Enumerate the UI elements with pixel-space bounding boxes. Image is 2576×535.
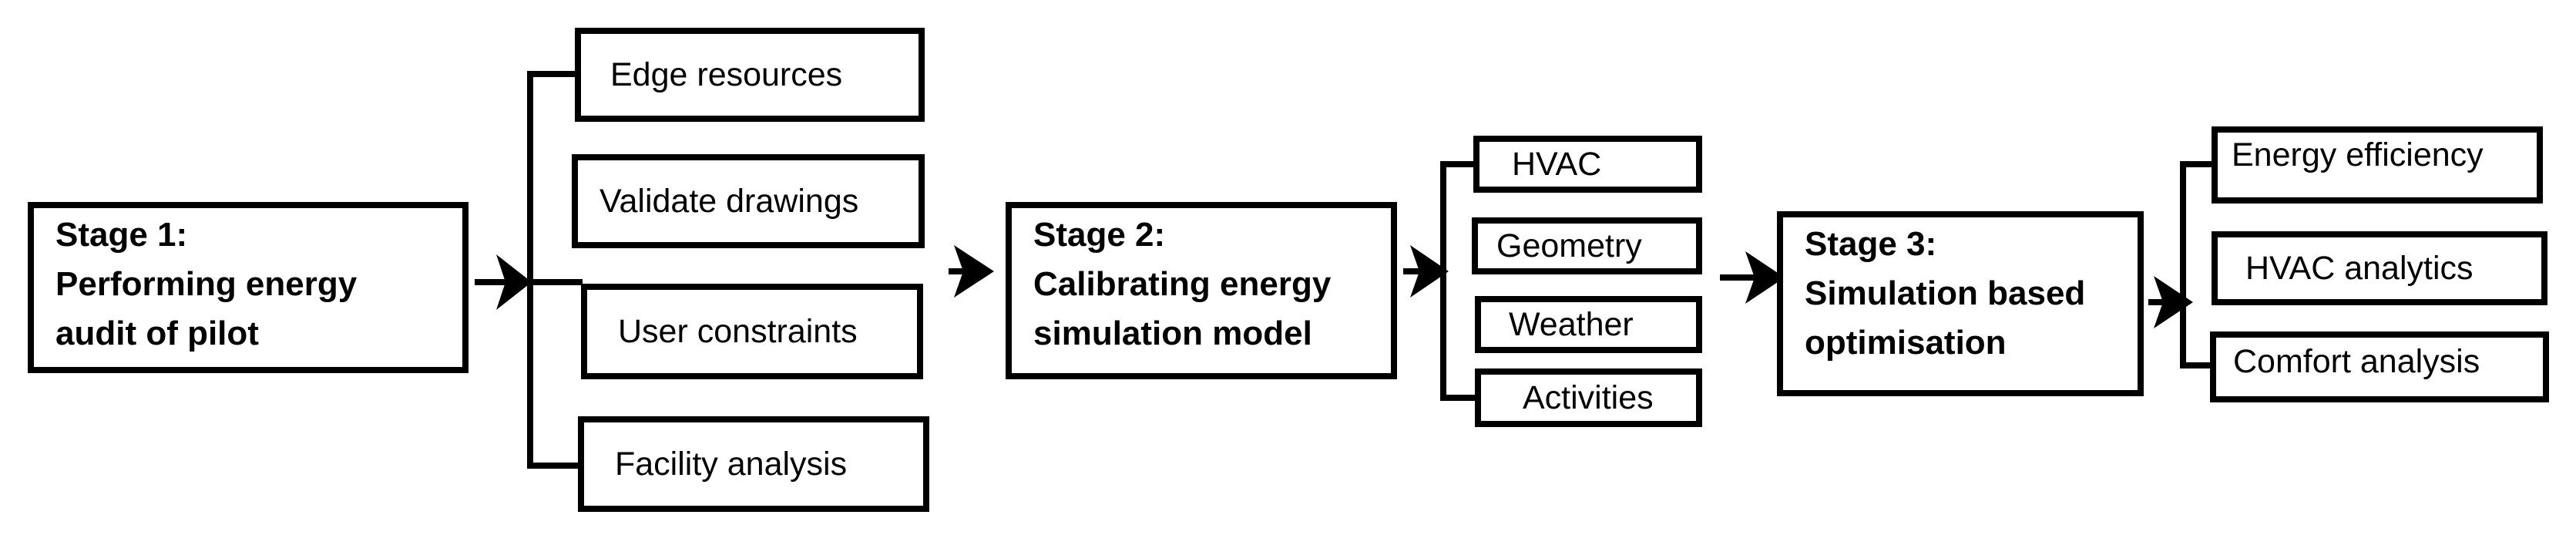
- stage-2-item-hvac: HVAC: [1473, 136, 1702, 193]
- item-label: HVAC: [1512, 145, 1602, 183]
- bracket-stage3-items: [2180, 161, 2227, 368]
- stage-2-item-geometry: Geometry: [1472, 217, 1702, 274]
- item-label: Edge resources: [610, 56, 843, 93]
- stage-3-item-comfort-analysis: Comfort analysis: [2210, 331, 2549, 402]
- stage-1-item-user-constraints: User constraints: [581, 284, 923, 379]
- arrowhead-2: [954, 245, 994, 298]
- item-label: Geometry: [1496, 227, 1642, 264]
- stage-2-item-activities: Activities: [1475, 368, 1702, 427]
- item-label: Comfort analysis: [2233, 343, 2480, 380]
- item-label: Energy efficiency: [2232, 136, 2484, 173]
- item-label: Facility analysis: [615, 445, 848, 483]
- item-label: HVAC analytics: [2245, 249, 2474, 287]
- item-label: Activities: [1523, 379, 1654, 416]
- stage-2-box: Stage 2: Calibrating energy simulation m…: [1006, 202, 1397, 379]
- arrowhead-3: [1410, 245, 1449, 298]
- stage-3-item-energy-efficiency: Energy efficiency: [2212, 126, 2543, 204]
- bracket-stage1-items: [527, 71, 583, 469]
- stage-2-line-1: Calibrating energy: [1033, 265, 1332, 303]
- stage-1-line-1: Performing energy: [55, 265, 358, 303]
- stage-3-line-2: optimisation: [1805, 324, 2007, 362]
- stage-3-item-hvac-analytics: HVAC analytics: [2212, 231, 2547, 305]
- stage-1-item-facility-analysis: Facility analysis: [578, 416, 929, 512]
- stage-1-title: Stage 1:: [55, 216, 188, 254]
- stage-1-item-validate-drawings: Validate drawings: [572, 154, 925, 248]
- bracket-stage2-items: [1440, 161, 1486, 401]
- item-label: User constraints: [618, 312, 858, 350]
- stage-2-line-2: simulation model: [1033, 315, 1312, 352]
- arrowhead-5: [2154, 276, 2193, 328]
- stage-1-box: Stage 1: Performing energy audit of pilo…: [28, 202, 469, 373]
- stage-2-item-weather: Weather: [1475, 296, 1702, 353]
- item-label: Weather: [1509, 305, 1634, 343]
- stage-1-line-2: audit of pilot: [55, 315, 259, 352]
- stage-1-item-edge-resources: Edge resources: [575, 28, 925, 122]
- arrowhead-1: [496, 254, 532, 310]
- stage-3-box: Stage 3: Simulation based optimisation: [1777, 211, 2144, 396]
- stage-3-line-1: Simulation based: [1805, 274, 2086, 312]
- stage-2-title: Stage 2:: [1033, 216, 1166, 254]
- arrowhead-4: [1745, 251, 1785, 304]
- stage-3-title: Stage 3:: [1805, 225, 1937, 263]
- item-label: Validate drawings: [599, 182, 859, 220]
